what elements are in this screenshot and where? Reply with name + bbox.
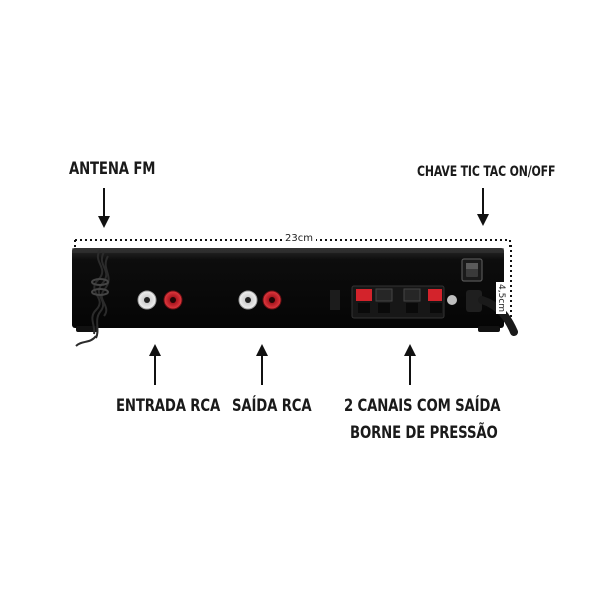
rca-input-jacks	[137, 290, 183, 310]
channels-label-line2: BORNE DE PRESSÃO	[350, 423, 498, 443]
antenna-wire-icon	[75, 249, 110, 347]
channels-label-line1: 2 CANAIS COM SAÍDA	[344, 396, 501, 416]
switch-label: CHAVE TIC TAC ON/OFF	[417, 164, 556, 180]
rocker-switch-icon	[461, 258, 483, 282]
input-label: ENTRADA RCA	[116, 396, 221, 416]
width-dimension-label: 23cm	[282, 233, 316, 244]
height-dimension-label: 4,5cm	[496, 282, 506, 315]
output-label: SAÍDA RCA	[232, 396, 312, 416]
antenna-label: ANTENA FM	[69, 159, 156, 179]
rca-output-jacks	[238, 290, 282, 310]
speaker-terminals	[330, 285, 457, 319]
